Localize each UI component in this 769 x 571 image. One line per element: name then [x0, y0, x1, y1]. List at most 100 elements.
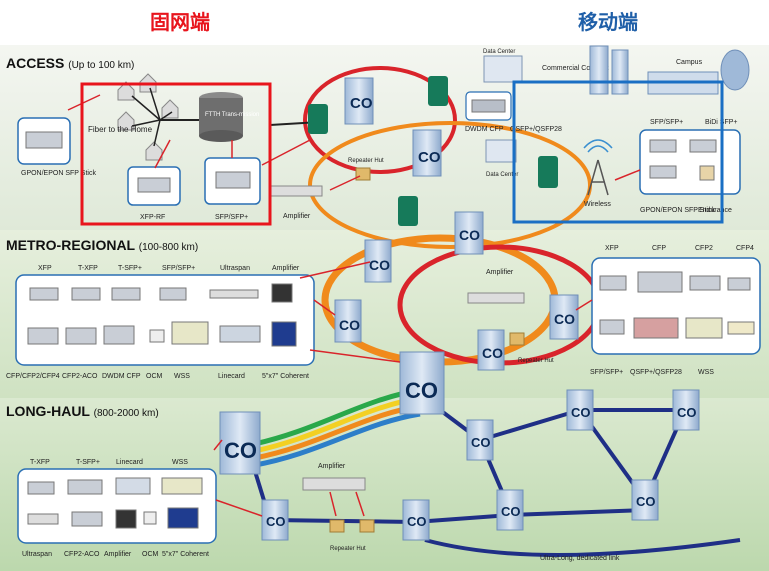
repeater-hut-access	[355, 167, 371, 181]
long-ocm-label: OCM	[142, 551, 159, 558]
co-building-metro-2: CO	[454, 211, 484, 255]
metro-xfp-label: XFP	[38, 265, 52, 272]
long-coherent-label: 5"x7" Coherent	[162, 551, 209, 558]
svg-text:CO: CO	[350, 95, 373, 112]
long-wss-label: WSS	[172, 459, 188, 466]
svg-text:CO: CO	[266, 514, 286, 529]
long-repeater-hut-label: Repeater Hut	[330, 546, 366, 552]
long-ultraspan-label: Ultraspan	[22, 551, 52, 558]
gpon-label-right: GPON/EPON SFP Stick	[640, 207, 715, 214]
long-tsfp-label: T-SFP+	[76, 459, 100, 466]
svg-text:ACCESS (Up to 100 km): ACCESS (Up to 100 km)	[6, 55, 134, 71]
mobile-network-highlight-box	[512, 80, 724, 224]
metro-dwdm-cfp-label: DWDM CFP	[102, 373, 141, 380]
metro-repeater-hut-label: Repeater Hut	[518, 358, 554, 364]
co-building-longhaul-3: CO	[466, 419, 494, 461]
svg-text:CO: CO	[471, 435, 491, 450]
metro-right-wss-label: WSS	[698, 369, 714, 376]
access-arrows	[67, 94, 641, 191]
metro-module-icons	[27, 283, 297, 347]
co-building-longhaul-main: CO	[399, 351, 445, 415]
long-cfp2-aco-label: CFP2-ACO	[64, 551, 100, 558]
longhaul-beams	[249, 387, 421, 469]
metro-right-module-icons	[599, 271, 755, 339]
metro-cfp-group-label: CFP/CFP2/CFP4	[6, 373, 60, 380]
fiber-home-label: Fiber to the Home	[88, 125, 153, 134]
svg-text:CO: CO	[677, 405, 697, 420]
green-node-2	[428, 76, 448, 106]
svg-text:CO: CO	[571, 405, 591, 420]
svg-text:CO: CO	[339, 317, 360, 333]
co-building-metro-3: CO	[334, 299, 362, 343]
tower-1	[589, 45, 609, 95]
sfp-label-access: SFP/SFP+	[215, 214, 248, 221]
wireless-tower-icon	[583, 139, 613, 196]
metro-tsfp-label: T-SFP+	[118, 265, 142, 272]
long-amplifier-module-label: Amplifier	[104, 551, 132, 558]
co-building-access-2: CO	[412, 129, 442, 177]
co-building-longhaul-6: CO	[496, 489, 524, 531]
fiber-fanout	[131, 87, 173, 147]
co-building-access-1: CO	[344, 77, 374, 125]
co-building-longhaul-8: CO	[402, 499, 430, 541]
svg-text:CO: CO	[369, 257, 390, 273]
long-linecard-label: Linecard	[116, 459, 143, 466]
metro-sfp-label: SFP/SFP+	[162, 265, 195, 272]
metro-amplifier-label: Amplifier	[486, 269, 514, 276]
sfp-label-right: SFP/SFP+	[650, 119, 683, 126]
amplifier-label-access: Amplifier	[283, 213, 311, 220]
svg-text:CO: CO	[482, 345, 503, 361]
longhaul-title: LONG-HAUL	[6, 403, 90, 419]
longhaul-module-icons	[27, 477, 203, 529]
svg-text:METRO-REGIONAL (100-800 km: METRO-REGIONAL (100-800 km)	[6, 237, 198, 253]
metro-ocm-label: OCM	[146, 373, 163, 380]
mobile-network-heading: 移动端	[578, 10, 638, 34]
metro-right-cfp-label: CFP	[652, 245, 666, 252]
amplifier-metro	[467, 292, 525, 304]
amplifier-access	[269, 185, 323, 197]
repeater-hut-label-access: Repeater Hut	[348, 158, 384, 164]
metro-right-sfp-label: SFP/SFP+	[590, 369, 623, 376]
green-node-4	[538, 156, 558, 188]
co-building-longhaul-west: CO	[219, 411, 261, 475]
campus-label: Campus	[676, 59, 703, 66]
metro-coherent-label: 5"x7" Coherent	[262, 373, 309, 380]
ftth-label: FTTH Trans-mission	[205, 112, 259, 118]
co-building-longhaul-7: CO	[631, 479, 659, 521]
metro-amplifier-box-label: Amplifier	[272, 265, 300, 272]
svg-text:CO: CO	[407, 514, 427, 529]
svg-text:CO: CO	[636, 494, 656, 509]
green-nodes	[308, 76, 558, 226]
metro-right-xfp-label: XFP	[605, 245, 619, 252]
data-center-top	[483, 55, 523, 83]
metro-ultraspan-label: Ultraspan	[220, 265, 250, 272]
dwdm-cfp-label-access: DWDM CFP	[465, 126, 504, 133]
repeater-hut-long-1	[329, 519, 345, 533]
co-building-metro-4: CO	[549, 294, 579, 340]
commercial-complex-label: Commercial Complex	[542, 65, 609, 72]
fixed-network-highlight-box	[80, 82, 272, 226]
long-amplifier-label: Amplifier	[318, 463, 346, 470]
metro-right-cfp4-label: CFP4	[736, 245, 754, 252]
green-node-1	[308, 104, 328, 134]
co-building-longhaul-4: CO	[566, 389, 594, 431]
co-building-metro-5: CO	[477, 329, 505, 371]
repeater-hut-long-2	[359, 519, 375, 533]
longhaul-range: (800-2000 km)	[94, 408, 159, 419]
amplifier-longhaul	[302, 477, 366, 491]
data-center-top-label: Data Center	[483, 49, 515, 55]
metro-cfp2-aco-label: CFP2-ACO	[62, 373, 98, 380]
wireless-label: Wireless	[584, 201, 611, 208]
metro-txfp-label: T-XFP	[78, 265, 98, 272]
svg-text:CO: CO	[224, 438, 257, 463]
metro-title: METRO-REGIONAL	[6, 237, 136, 253]
endurance-label: Endurance	[698, 207, 732, 214]
metro-range: (100-800 km)	[139, 242, 198, 253]
metro-right-cfp2-label: CFP2	[695, 245, 713, 252]
data-center-mid-label: Data Center	[486, 172, 518, 178]
access-red-ring	[303, 66, 457, 174]
tower-2	[611, 49, 629, 95]
co-buildings: CO CO CO CO CO CO CO CO CO CO CO CO CO C…	[219, 77, 700, 541]
fixed-network-heading: 固网端	[150, 10, 210, 34]
access-title: ACCESS	[6, 55, 64, 71]
